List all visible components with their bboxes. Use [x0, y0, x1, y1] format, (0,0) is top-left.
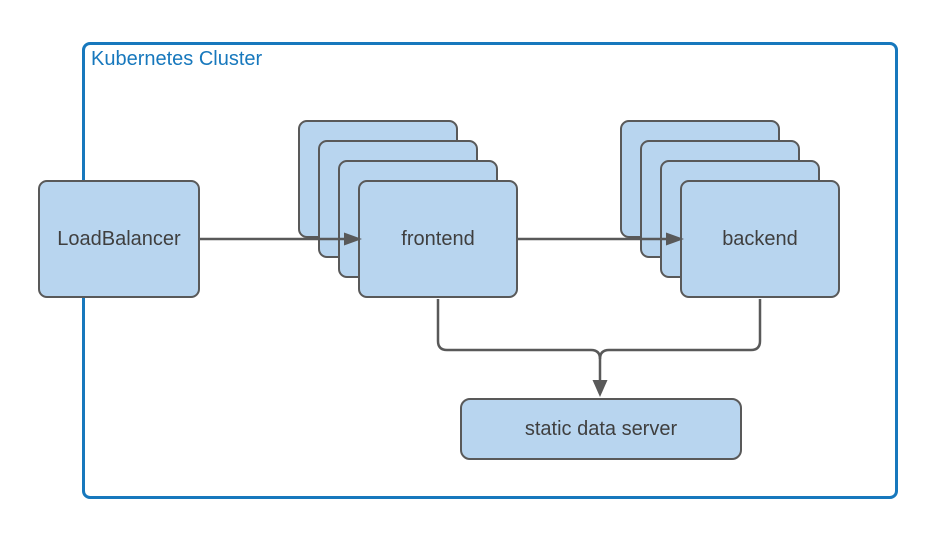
node-load-balancer: LoadBalancer	[38, 180, 200, 298]
node-backend-label: backend	[722, 227, 798, 250]
node-frontend: frontend	[358, 180, 518, 298]
node-static-data-server-label: static data server	[524, 417, 678, 440]
node-frontend-label: frontend	[401, 227, 475, 250]
cluster-label: Kubernetes Cluster	[91, 48, 263, 70]
node-load-balancer-label: LoadBalancer	[57, 227, 181, 250]
node-backend: backend	[680, 180, 840, 298]
node-static-data-server: static data server	[460, 398, 742, 460]
